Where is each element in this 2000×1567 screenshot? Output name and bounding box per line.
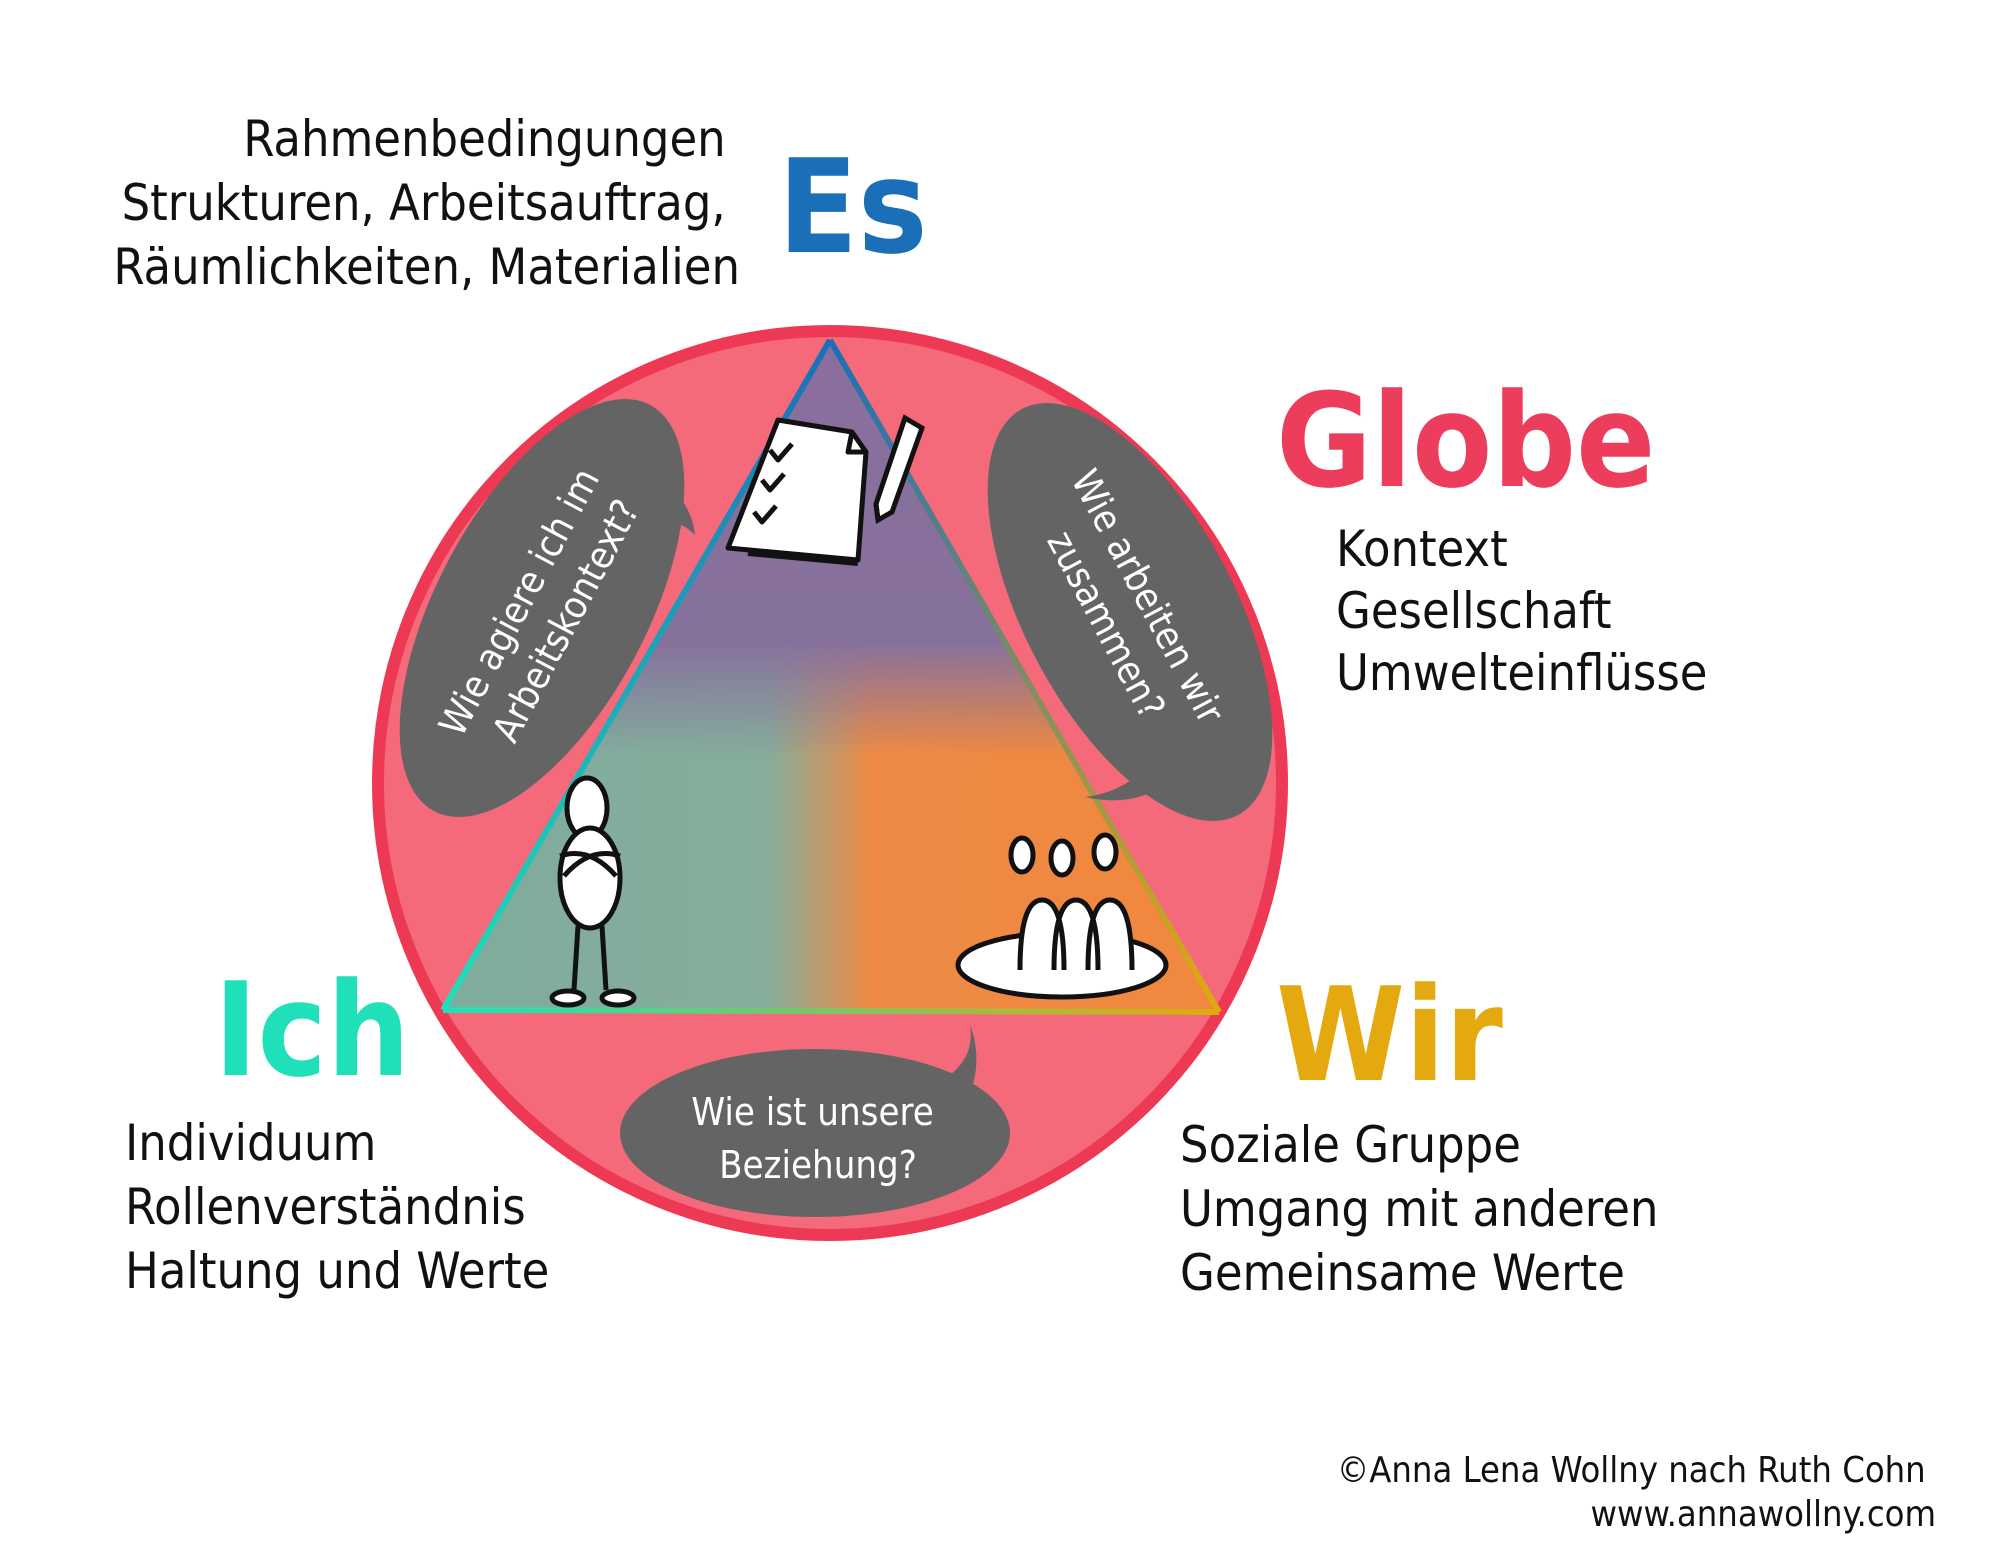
wir-title: Wir: [1276, 959, 1503, 1111]
group-icon: [955, 832, 1169, 1000]
es-title: Es: [778, 131, 928, 283]
es-line-2: Strukturen, Arbeitsauftrag,: [122, 174, 726, 232]
wir-line-1: Soziale Gruppe: [1180, 1116, 1521, 1174]
pencil-icon: [873, 414, 926, 525]
ich-line-3: Haltung und Werte: [125, 1242, 549, 1300]
es-line-1: Rahmenbedingungen: [243, 110, 725, 168]
speech-bubble-bottom: Wie ist unsere Beziehung?: [620, 1025, 1010, 1217]
credit-url[interactable]: www.annawollny.com: [1590, 1494, 1936, 1535]
checklist-icon: [725, 417, 869, 566]
wir-line-2: Umgang mit anderen: [1180, 1180, 1658, 1238]
ich-line-2: Rollenverständnis: [125, 1178, 526, 1236]
svg-text:Rahmenbedingungen Struktur: Rahmenbedingungen Strukturen, Arbeitsauf…: [113, 110, 740, 296]
globe-title: Globe: [1276, 365, 1655, 517]
ich-title: Ich: [214, 954, 410, 1106]
globe-line-1: Kontext: [1336, 520, 1508, 578]
globe-line-3: Umwelteinflüsse: [1336, 644, 1707, 702]
speech-bubble-right: Wie arbeiten wir zusammen?: [987, 403, 1273, 821]
ich-line-1: Individuum: [125, 1114, 376, 1172]
person-icon: [549, 775, 637, 1008]
es-line-3: Räumlichkeiten, Materialien: [113, 238, 740, 296]
svg-text:Wie ist unsere Beziehung: Wie ist unsere Beziehung?: [691, 1090, 944, 1187]
svg-text:Individuum Rollenverständn: Individuum Rollenverständnis Haltung und…: [125, 1114, 549, 1300]
bubble-bottom-line1: Wie ist unsere: [691, 1090, 933, 1134]
globe-line-2: Gesellschaft: [1336, 582, 1612, 640]
bubble-bottom-line2: Beziehung?: [719, 1143, 917, 1187]
svg-text:Soziale Gruppe Umgang mit: Soziale Gruppe Umgang mit anderen Gemein…: [1180, 1116, 1673, 1302]
credit-line-1: ©Anna Lena Wollny nach Ruth Cohn: [1337, 1450, 1926, 1491]
svg-text:©Anna Lena Wollny nach Ruth Co: ©Anna Lena Wollny nach Ruth Cohn www.ann…: [1337, 1450, 1936, 1535]
wir-line-3: Gemeinsame Werte: [1180, 1244, 1625, 1302]
svg-text:Kontext Gesellschaft U: Kontext Gesellschaft Umwelteinflüsse: [1336, 520, 1707, 702]
